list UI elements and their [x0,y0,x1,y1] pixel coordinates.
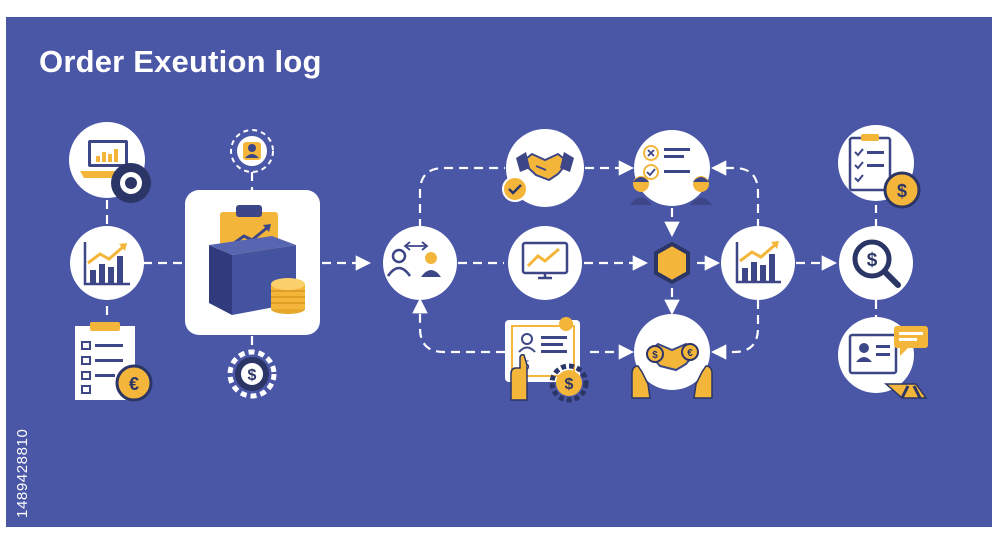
svg-text:€: € [687,348,693,359]
currency-exchange-node: $ € [631,314,713,399]
diagram-title: Order Exeution log [39,44,322,79]
hand-icon [510,354,528,401]
dollar-magnifier-icon: $ [852,239,901,288]
stock-id-text: 1489428810 [14,429,31,518]
dollar-gear-icon: $ [248,367,257,384]
user-exchange-icon [386,241,441,277]
dollar-search-node: $ [839,226,913,300]
user-badge-icon [243,142,261,160]
checklist-dollar-icon [848,134,892,192]
order-box-node [185,190,320,335]
hexagon-icon [654,241,690,285]
svg-text:$: $ [652,350,658,361]
check-badge-icon [502,176,528,202]
checklist-euro-icon [81,322,123,394]
svg-text:$: $ [565,376,574,393]
profile-message-icon [848,326,928,399]
team-review-node [630,130,712,206]
user-badge-node [230,129,274,173]
growth-chart-node-right [721,226,795,300]
profile-message-node [838,317,928,399]
dollar-gear-badge-icon: $ [549,363,589,403]
connector-chart-to-currency [710,300,760,360]
handshake-icon [516,152,574,182]
bar-chart-icon [735,241,781,284]
currency-handshake-icon: $ € [631,342,713,399]
svg-text:$: $ [867,250,878,271]
team-review-icon [630,145,712,205]
euro-coin-icon: € [115,364,153,402]
diagram-panel [6,17,992,527]
svg-text:$: $ [897,181,907,201]
connector-chart-to-team [710,160,760,228]
svg-text:€: € [129,374,139,394]
connector-exchange-to-handshake [418,166,505,228]
monitor-chart-icon [521,241,569,280]
dollar-coin-icon: $ [883,171,921,209]
monitor-chart-node [508,226,582,300]
hexagon-hub-node [654,241,690,285]
growth-chart-node-left [70,226,144,300]
dollar-gear-node: $ [227,349,277,399]
bar-chart-icon [83,242,130,286]
user-exchange-node [383,226,457,300]
order-box-coins-icon [209,205,305,315]
connectors [105,160,878,360]
stock-id-label: 1489428810 [14,429,31,518]
connector-contract-to-exchange [412,297,505,354]
camera-lens-icon [111,163,151,203]
